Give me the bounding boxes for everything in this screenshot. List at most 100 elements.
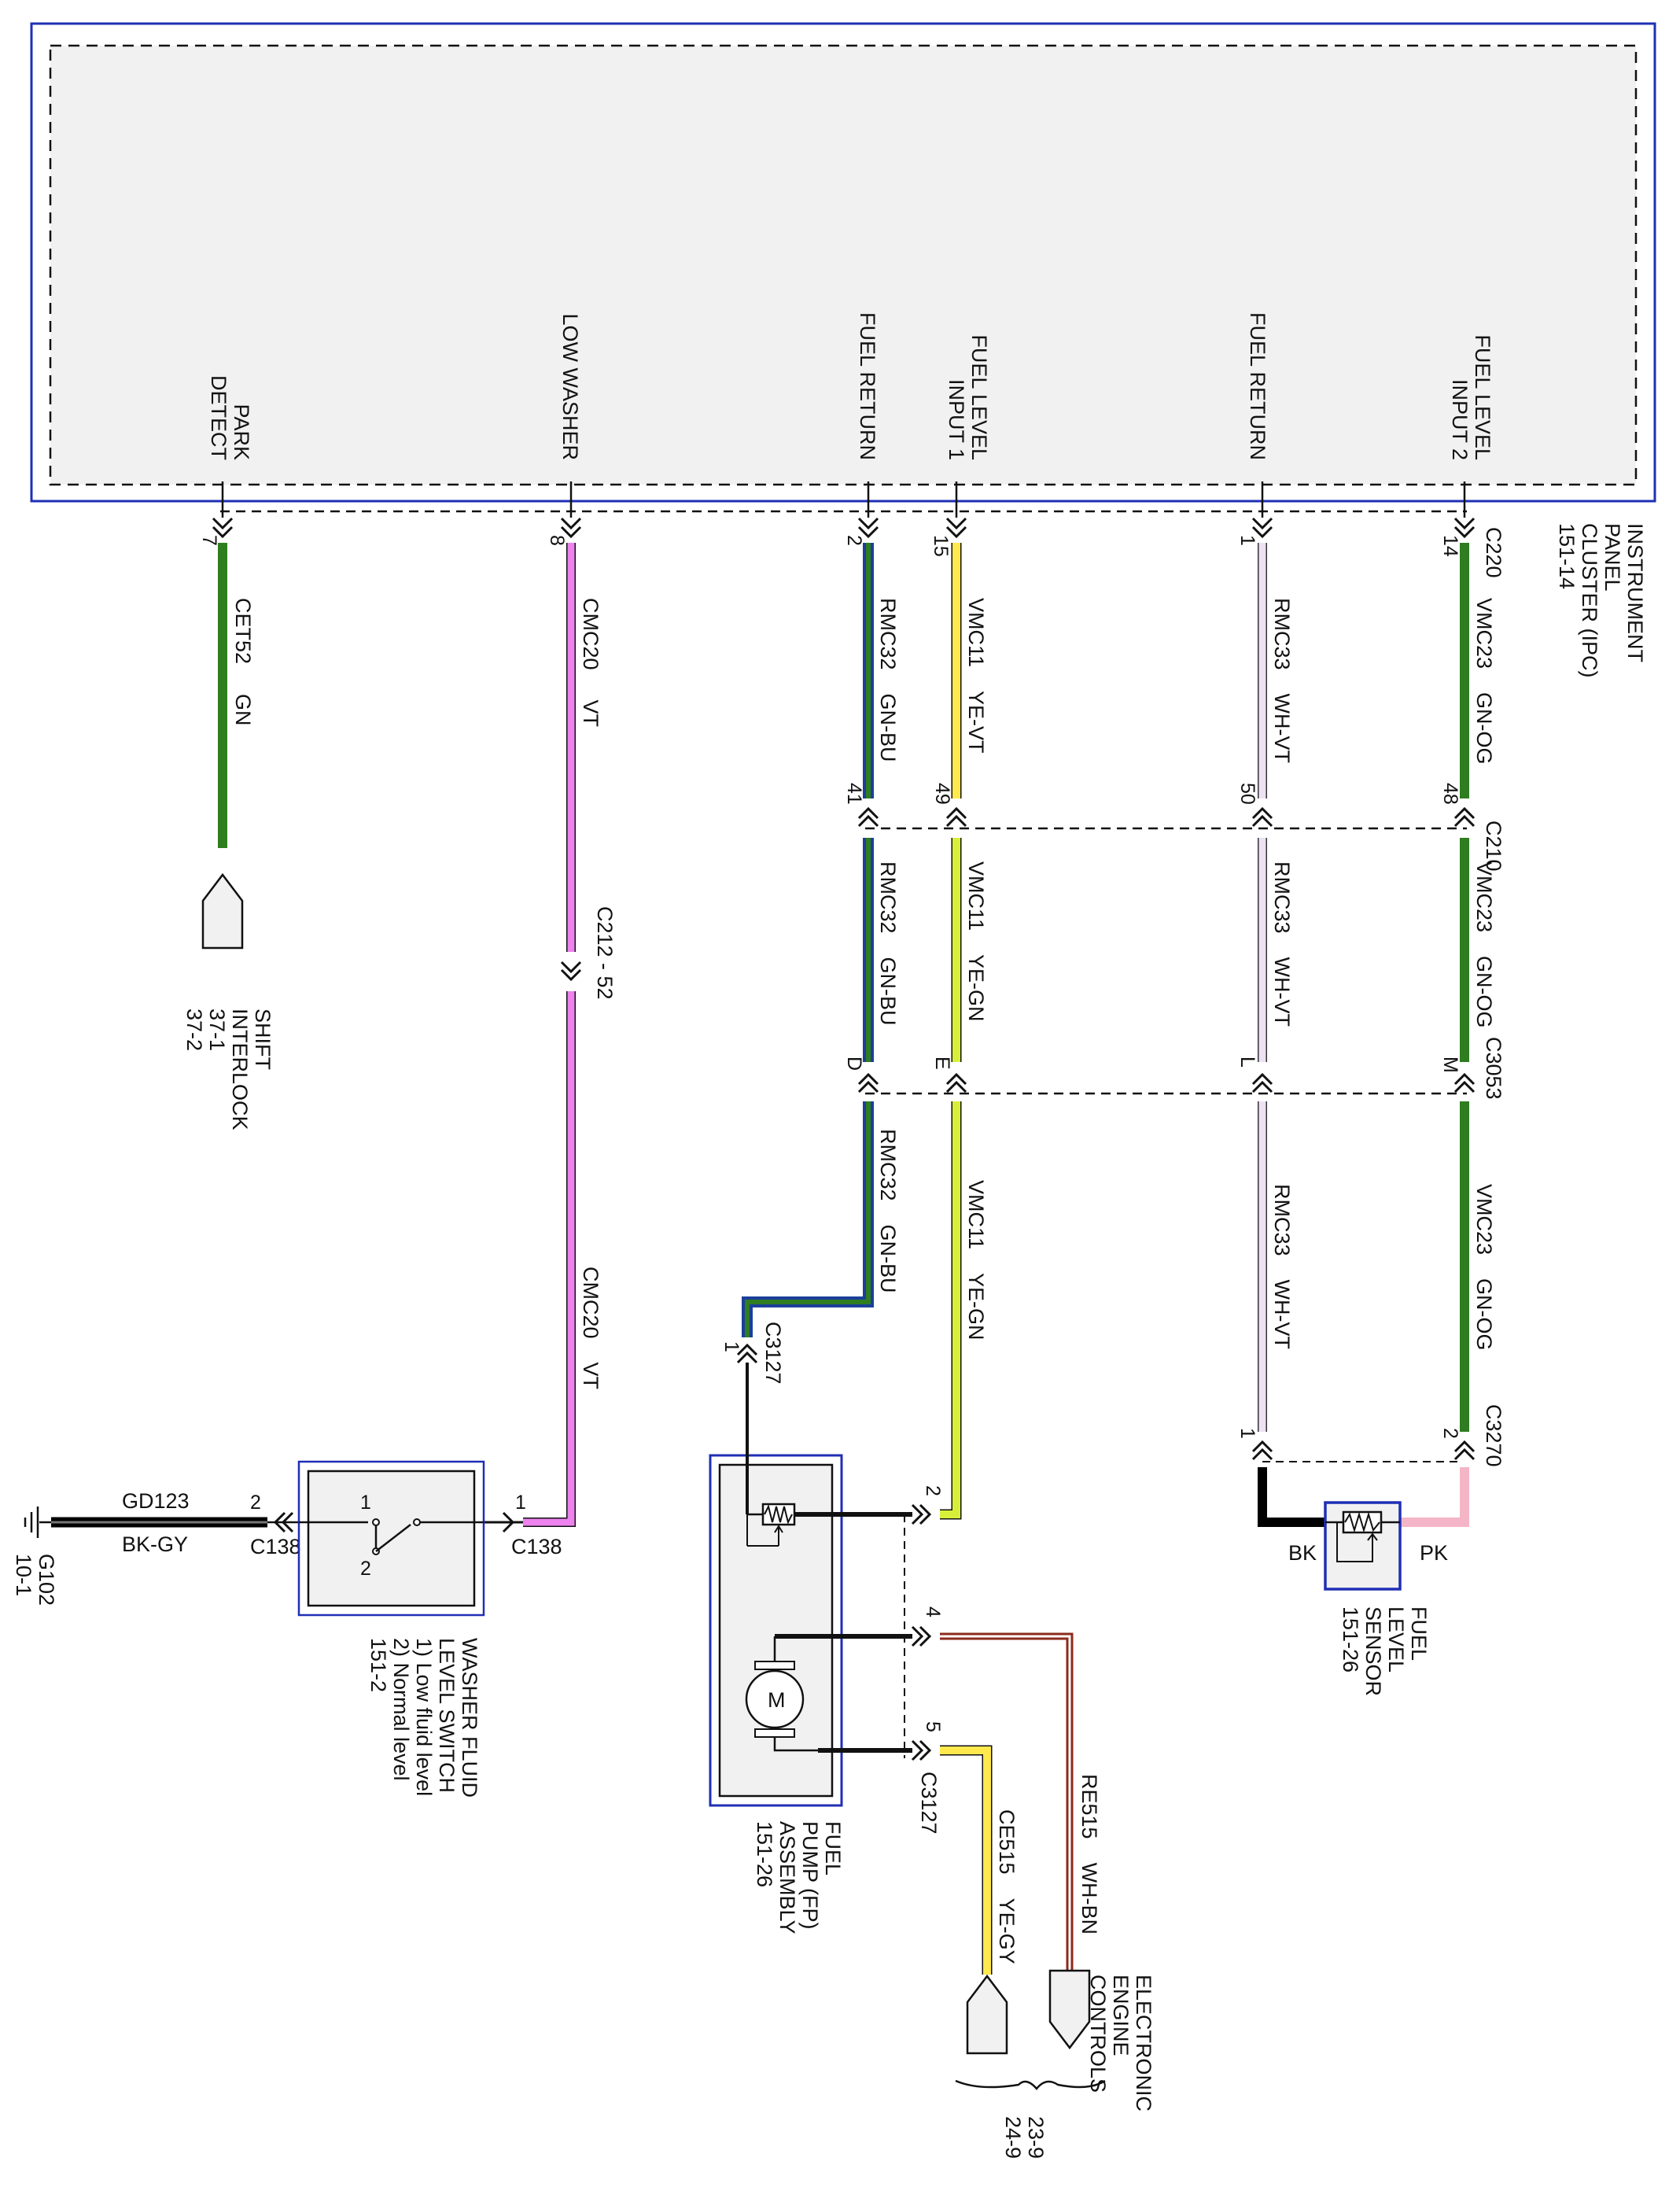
ipc-module: INSTRUMENT PANEL CLUSTER (IPC) 151-14 PA… — [30, 22, 1656, 684]
pin-chevron — [1453, 1440, 1476, 1461]
pin-number: 49 — [931, 783, 953, 805]
wire-label-rmc32-c: RMC32GN-BU — [876, 1129, 900, 1293]
ipc-pin-name-fuel-return-2: FUEL RETURN — [1246, 312, 1269, 460]
pin-chevron — [911, 1739, 932, 1761]
ipc-title-line: CLUSTER (IPC) — [1578, 523, 1601, 678]
wire-label-cet52: CET52GN — [231, 598, 255, 726]
ground-label: G102 10-1 — [12, 1554, 58, 1612]
ipc-pin-name-fuel-level-input-2: FUEL LEVELINPUT 2 — [1448, 334, 1494, 460]
ipc-title-line: 151-14 — [1555, 523, 1579, 589]
pin-number: 2 — [250, 1492, 261, 1514]
pin-chevron — [1251, 517, 1273, 539]
shift-interlock-connector: SHIFT INTERLOCK 37-1 37-2 — [182, 872, 274, 1136]
engine-controls-connectors: ELECTRONIC ENGINE CONTROLS 23-9 24-9 — [955, 1969, 1155, 2165]
c212-label: C212 - 52 — [593, 906, 617, 1000]
shift-interlock-label: SHIFT INTERLOCK 37-1 37-2 — [182, 1009, 274, 1136]
pin-number: 8 — [546, 535, 568, 546]
pin-chevron — [945, 1072, 967, 1094]
pin-chevron — [857, 517, 879, 539]
pin-chevron — [502, 1511, 515, 1533]
pin-chevron — [857, 806, 879, 828]
pin-number: 2 — [922, 1485, 944, 1496]
pin-number: 41 — [843, 783, 865, 805]
c3053-label: C3053 — [1482, 1037, 1505, 1100]
pin-number: 15 — [930, 535, 952, 557]
wire-label-vmc11-b: VMC11YE-GN — [964, 861, 988, 1022]
ipc-title: INSTRUMENT PANEL CLUSTER (IPC) 151-14 — [1555, 523, 1647, 684]
pin-chevron — [1251, 806, 1273, 828]
wire-label-rmc33-c: RMC33WH-VT — [1270, 1184, 1294, 1349]
pin-chevron — [911, 1503, 932, 1525]
c138-left-label: C138 — [250, 1535, 301, 1558]
motor-label: M — [768, 1688, 786, 1712]
engine-refs-brace — [955, 2079, 1106, 2090]
pin-chevron — [273, 1511, 294, 1533]
ipc-pin-name-park-detect: PARKDETECT — [207, 375, 253, 460]
wire-vmc11 — [940, 543, 962, 1520]
pin-number: M — [1439, 1057, 1461, 1073]
wire-label-gd123-color: BK-GY — [122, 1532, 188, 1556]
pin-chevron — [1453, 1072, 1476, 1094]
engine-controls-label: ELECTRONIC ENGINE CONTROLS — [1086, 1975, 1155, 2118]
pin-chevron — [1453, 517, 1476, 539]
engine-refs-label: 23-9 24-9 — [1001, 2116, 1048, 2165]
wire-sensor-pk — [1400, 1467, 1469, 1527]
c3127-top-label: C3127 — [761, 1322, 785, 1385]
ipc-pin-name-fuel-level-input-1: FUEL LEVELINPUT 1 — [945, 334, 991, 460]
ipc-title-line: PANEL — [1601, 523, 1624, 592]
wire-label-vmc23-c: VMC23GN-OG — [1472, 1184, 1496, 1351]
wire-sensor-bk — [1258, 1467, 1325, 1527]
ipc-title-line: INSTRUMENT — [1623, 523, 1647, 662]
fuel-level-sensor-label: FUEL LEVEL SENSOR 151-26 — [1339, 1606, 1431, 1702]
c210-label: C210 — [1482, 821, 1505, 872]
c3270-label: C3270 — [1482, 1404, 1505, 1467]
ipc-outer-border — [30, 22, 1656, 503]
pin-number: 4 — [922, 1606, 944, 1617]
wire-label-rmc33-b: RMC33WH-VT — [1270, 861, 1294, 1027]
switch-pin-label: 1 — [360, 1492, 371, 1514]
c220-label: C220 — [1482, 527, 1505, 578]
pin-chevron — [560, 961, 582, 982]
wire-ce515 — [940, 1745, 993, 1975]
pin-number: 1 — [720, 1341, 742, 1352]
wire-re515 — [940, 1632, 1074, 1971]
pin-chevron — [736, 1343, 758, 1364]
wire-label-vmc23-a: VMC23GN-OG — [1472, 598, 1496, 765]
c138-right-label: C138 — [511, 1535, 562, 1558]
washer-fluid-level-switch: 1 2 WASHER FLUID LEVEL SWITCH 1) Low flu… — [297, 1460, 485, 1798]
pin-number: 7 — [198, 535, 220, 546]
switch-pin-label: 2 — [360, 1558, 371, 1580]
wire-label-re515: RE515WH-BN — [1078, 1774, 1101, 1934]
pin-number: 2 — [1439, 1428, 1461, 1439]
pin-chevron — [945, 517, 967, 539]
wire-label-ce515: CE515YE-GY — [995, 1809, 1019, 1964]
ipc-inner-box — [49, 44, 1638, 486]
wire-label-rmc32-a: RMC32GN-BU — [876, 598, 900, 762]
fuel-pump-assembly: M FUEL PUMP (FP) ASSEMBLY 151-26 — [709, 1363, 912, 1940]
pin-chevron — [1251, 1440, 1273, 1461]
pin-chevron — [945, 806, 967, 828]
pin-chevron — [1453, 806, 1476, 828]
ground-g102: G102 10-1 — [12, 1507, 58, 1612]
pin-chevron — [911, 1625, 932, 1647]
wire-label-cmc20-b: CMC20VT — [579, 1267, 602, 1389]
pin-number: 1 — [515, 1492, 526, 1514]
pin-number: 1 — [1236, 1428, 1258, 1439]
fuel-pump-motor-icon — [745, 1669, 805, 1729]
fuel-level-sensor: FUEL LEVEL SENSOR 151-26 — [1324, 1501, 1431, 1702]
fuel-pump-label: FUEL PUMP (FP) ASSEMBLY 151-26 — [753, 1821, 845, 1940]
wire-label-vmc23-b: VMC23GN-OG — [1472, 861, 1496, 1028]
wire-label-rmc33-a: RMC33WH-VT — [1270, 598, 1294, 763]
pin-number: 1 — [1236, 535, 1258, 546]
c3127-right-label: C3127 — [917, 1772, 941, 1835]
pin-chevron — [857, 1072, 879, 1094]
wire-rmc32 — [742, 543, 874, 1337]
wire-label-rmc32-b: RMC32GN-BU — [876, 861, 900, 1026]
pin-number: 50 — [1236, 783, 1258, 805]
wire-label-sensor-bk: BK — [1288, 1541, 1317, 1565]
pin-number: 48 — [1439, 783, 1461, 805]
pin-number: D — [843, 1057, 865, 1071]
ipc-pin-name-low-washer: LOW WASHER — [558, 313, 582, 460]
wire-label-sensor-pk: PK — [1420, 1541, 1448, 1565]
wire-cmc20 — [523, 543, 576, 1527]
